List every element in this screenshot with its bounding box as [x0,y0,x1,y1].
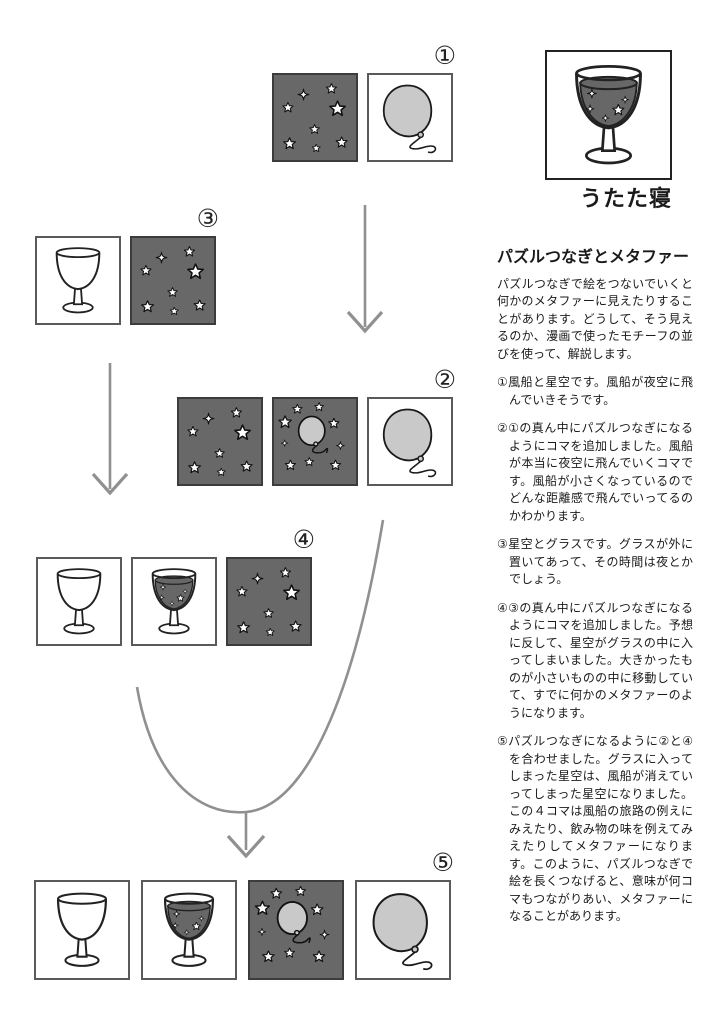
starry-sky-with-balloon-panel [272,397,358,486]
logo-caption: うたた寝 [579,187,672,212]
article-column: パズルつなぎとメタファー パズルつなぎで絵をつないでいくと何かのメタファーに見え… [497,247,693,926]
article-heading: パズルつなぎとメタファー [497,247,690,266]
panel-number-label-1: ① [433,41,456,70]
panel-group-2 [177,397,453,486]
article-item-3: ③星空とグラスです。グラスが外に置いてあって、その時間は夜とかでしょう。 [497,537,693,587]
balloon-panel [355,880,451,980]
glass-of-starry-wine-panel [141,880,237,980]
panel-group-5 [34,880,451,980]
article-intro: パズルつなぎで絵をつないでいくと何かのメタファーに見えたりすることがあります。ど… [497,276,693,361]
article-item-1: ①風船と星空です。風船が夜空に飛んでいきそうです。 [497,375,693,407]
panel-row-2: ② [177,367,456,486]
starry-sky-panel [226,557,312,646]
panel-number-label-3: ③ [196,204,219,233]
panel-group-1 [272,73,453,162]
panel-number-label-2: ② [433,365,456,394]
panel-row-4: ④ [36,527,315,646]
arrow-from-1-to-2 [346,205,384,334]
panel-row-3: ③ [35,206,219,325]
panel-group-3 [35,236,216,325]
balloon-panel [367,397,453,486]
panel-group-4 [36,557,312,646]
empty-glass-panel [35,236,121,325]
balloon-panel [367,73,453,162]
logo-frame [545,50,672,180]
starry-sky-panel [177,397,263,486]
article-item-2: ②①の真ん中にパズルつなぎになるようにコマを追加しました。風船が本当に夜空に飛ん… [497,421,693,523]
article-item-5: ⑤パズルつなぎになるように②と④を合わせました。グラスに入ってしまった星空は、風… [497,734,693,924]
empty-glass-panel [36,557,122,646]
wine-glass-with-stars-icon [547,52,670,178]
glass-of-starry-wine-panel [131,557,217,646]
starry-sky-with-balloon-panel [248,880,344,980]
panel-row-5: ⑤ [34,850,454,980]
panel-number-label-5: ⑤ [431,848,454,877]
panel-row-1: ① [272,43,456,162]
panel-number-label-4: ④ [292,525,315,554]
empty-glass-panel [34,880,130,980]
starry-sky-panel [130,236,216,325]
starry-sky-panel [272,73,358,162]
arrow-from-3-to-4 [91,363,129,496]
article-item-4: ④③の真ん中にパズルつなぎになるようにコマを追加しました。予想に反して、星空がグ… [497,600,693,720]
